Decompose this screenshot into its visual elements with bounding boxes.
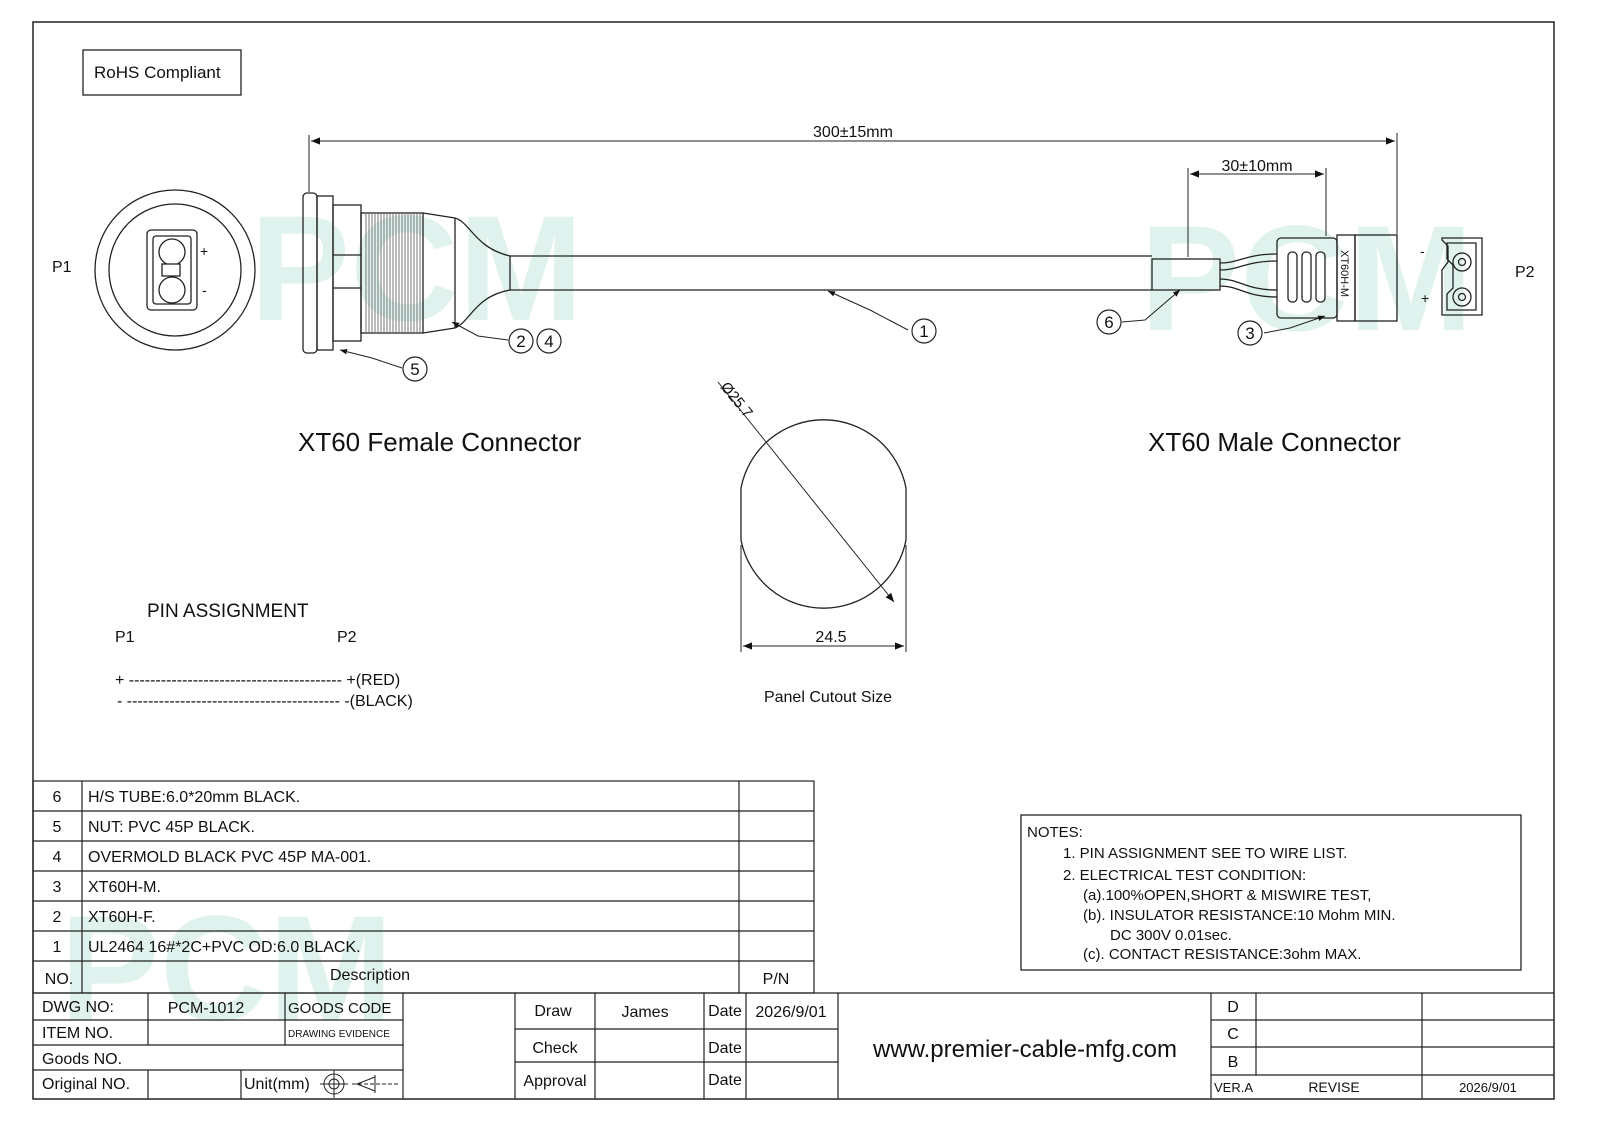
- check-date-label: Date: [708, 1040, 742, 1057]
- rev-d: D: [1227, 999, 1239, 1016]
- bom-desc: UL2464 16#*2C+PVC OD:6.0 BLACK.: [88, 939, 361, 956]
- rohs-box: [82, 49, 242, 96]
- note-line-3: (a).100%OPEN,SHORT & MISWIRE TEST,: [1083, 887, 1371, 904]
- balloon-4: 4: [544, 332, 553, 351]
- website: www.premier-cable-mfg.com: [872, 1036, 1177, 1063]
- rohs-label: RoHS Compliant: [94, 63, 221, 82]
- p2-plus: +: [1421, 290, 1429, 306]
- breakout-length-dim: 30±10mm: [1221, 158, 1292, 175]
- bom-desc: NUT: PVC 45P BLACK.: [88, 819, 255, 836]
- pin-col-p1: P1: [115, 629, 135, 646]
- original-no-label: Original NO.: [42, 1076, 130, 1093]
- panel-cutout: [740, 419, 907, 609]
- watermark-text-2: PCM: [1140, 194, 1473, 362]
- approval-label: Approval: [523, 1073, 586, 1090]
- p1-end-view: [94, 189, 256, 351]
- pin-row-plus: + --------------------------------------…: [115, 672, 400, 689]
- rev-b: B: [1228, 1054, 1239, 1071]
- approval-date-label: Date: [708, 1072, 742, 1089]
- bom-row: 1 UL2464 16#*2C+PVC OD:6.0 BLACK.: [53, 939, 361, 956]
- rev-date: 2026/9/01: [1459, 1080, 1517, 1095]
- ver-label: VER.A: [1214, 1080, 1253, 1095]
- male-connector: [1276, 234, 1398, 322]
- bom-rows: 6 H/S TUBE:6.0*20mm BLACK. 5 NUT: PVC 45…: [53, 789, 372, 956]
- cutout-dimensions: [717, 381, 907, 652]
- goods-no-label: Goods NO.: [42, 1051, 122, 1068]
- bom-no: 4: [53, 849, 62, 866]
- bom-header-pn: P/N: [763, 971, 790, 988]
- cutout-width-dim: 24.5: [815, 629, 846, 646]
- bom-no: 2: [53, 909, 62, 926]
- item-no-label: ITEM NO.: [42, 1025, 113, 1042]
- pin-row-minus: - --------------------------------------…: [117, 693, 413, 710]
- bom-desc: OVERMOLD BLACK PVC 45P MA-001.: [88, 849, 371, 866]
- draw-date: 2026/9/01: [755, 1004, 826, 1021]
- projection-symbol-icon: [320, 1070, 400, 1098]
- bom-desc: XT60H-M.: [88, 879, 161, 896]
- cable: [510, 253, 1278, 298]
- male-marking: XT60H-M: [1338, 250, 1350, 297]
- watermark: PCM PCM PCM: [60, 184, 1473, 1052]
- bom-desc: H/S TUBE:6.0*20mm BLACK.: [88, 789, 300, 806]
- sheet-border: [32, 21, 1555, 1100]
- bom-no: 3: [53, 879, 62, 896]
- balloon-leaders: [339, 289, 1326, 369]
- revise-label: REVISE: [1308, 1079, 1359, 1095]
- unit-label: Unit(mm): [244, 1076, 310, 1093]
- p2-end-view: [1441, 237, 1483, 316]
- note-line-6: (c). CONTACT RESISTANCE:3ohm MAX.: [1083, 946, 1361, 963]
- female-connector-title: XT60 Female Connector: [298, 427, 582, 457]
- check-label: Check: [532, 1040, 578, 1057]
- bom-header-desc: Description: [330, 967, 410, 984]
- note-line-2: 2. ELECTRICAL TEST CONDITION:: [1063, 867, 1306, 884]
- male-connector-title: XT60 Male Connector: [1148, 427, 1401, 457]
- rev-c: C: [1227, 1026, 1239, 1043]
- bom-row: 4 OVERMOLD BLACK PVC 45P MA-001.: [53, 849, 372, 866]
- bom-row: 3 XT60H-M.: [53, 879, 161, 896]
- balloon-5: 5: [410, 360, 419, 379]
- p1-plus: +: [200, 243, 208, 259]
- bom-desc: XT60H-F.: [88, 909, 156, 926]
- balloons: [402, 309, 1263, 382]
- p1-minus: -: [202, 282, 207, 298]
- note-line-4: (b). INSULATOR RESISTANCE:10 Mohm MIN.: [1083, 907, 1396, 924]
- drawing-evidence-label: DRAWING EVIDENCE: [288, 1029, 390, 1040]
- draw-label: Draw: [534, 1003, 572, 1020]
- overall-length-dim: 300±15mm: [813, 124, 893, 141]
- p2-label: P2: [1515, 264, 1535, 281]
- dwg-no-value: PCM-1012: [168, 1000, 245, 1017]
- cutout-caption: Panel Cutout Size: [764, 689, 892, 706]
- bom-no: 1: [53, 939, 62, 956]
- pin-col-p2: P2: [337, 629, 357, 646]
- bom-no: 5: [53, 819, 62, 836]
- dwg-no-label: DWG NO:: [42, 999, 114, 1016]
- balloon-2: 2: [516, 332, 525, 351]
- draw-date-label: Date: [708, 1003, 742, 1020]
- bom-row: 6 H/S TUBE:6.0*20mm BLACK.: [53, 789, 301, 806]
- cutout-diameter-dim: Ø25.7: [717, 379, 756, 421]
- pin-assignment-title: PIN ASSIGNMENT: [147, 601, 309, 622]
- bom-row: 5 NUT: PVC 45P BLACK.: [53, 819, 255, 836]
- note-line-5: DC 300V 0.01sec.: [1110, 927, 1232, 944]
- note-line-1: 1. PIN ASSIGNMENT SEE TO WIRE LIST.: [1063, 845, 1347, 862]
- watermark-text-3: PCM: [60, 884, 393, 1052]
- goods-code-label: GOODS CODE: [288, 1000, 391, 1017]
- title-block: [33, 992, 1554, 1099]
- draw-name: James: [621, 1004, 668, 1021]
- bom-no: 6: [53, 789, 62, 806]
- notes-title: NOTES:: [1027, 824, 1083, 841]
- bom-row: 2 XT60H-F.: [53, 909, 156, 926]
- female-connector: [302, 192, 511, 354]
- dimension-lines: [308, 133, 1398, 257]
- bom-header-no: NO.: [45, 971, 73, 988]
- balloon-1: 1: [919, 322, 928, 341]
- notes-box: [1020, 814, 1522, 971]
- balloon-3: 3: [1245, 324, 1254, 343]
- balloon-6: 6: [1104, 313, 1113, 332]
- thread-lines: [365, 214, 421, 332]
- p2-minus: -: [1420, 243, 1425, 259]
- p1-label: P1: [52, 259, 72, 276]
